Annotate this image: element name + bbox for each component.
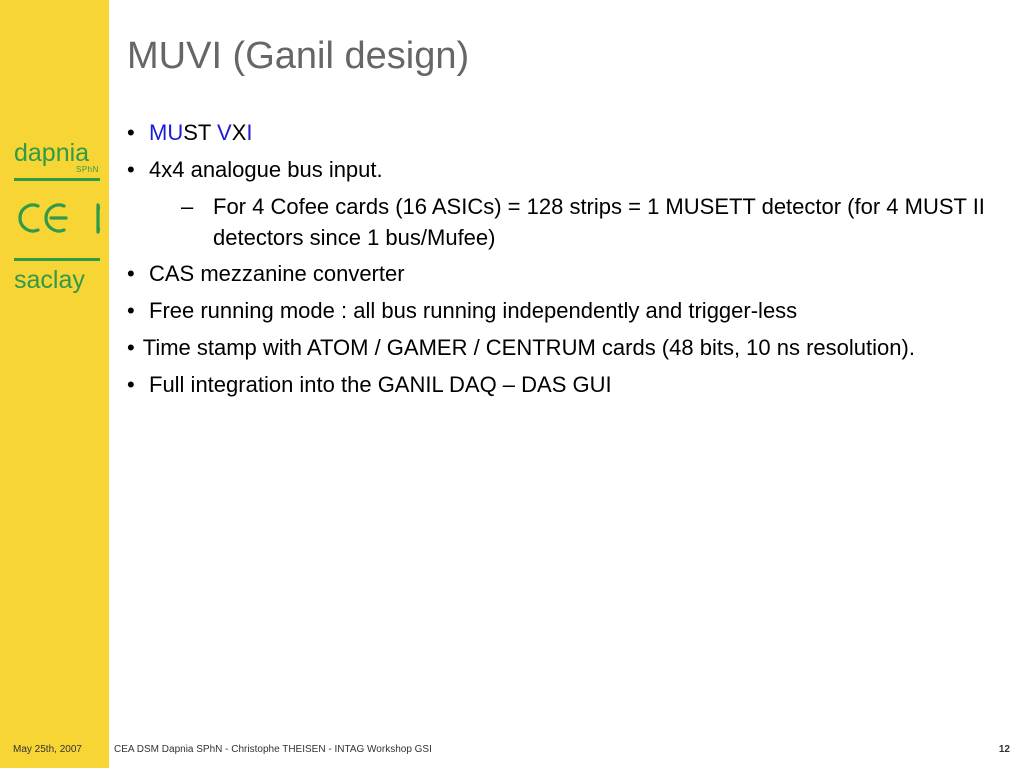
bullet-text-i: I	[246, 120, 253, 145]
bullet-must-vxi: • MUST VXI	[127, 118, 1017, 148]
sphn-logo-text: SPhN	[76, 165, 99, 174]
bullet-free-running: • Free running mode : all bus running in…	[127, 296, 1017, 326]
bullet-dot: •	[127, 120, 135, 145]
footer-date: May 25th, 2007	[13, 744, 82, 755]
bullet-text: Full integration into the GANIL DAQ – DA…	[149, 372, 612, 397]
bullet-text: 4x4 analogue bus input.	[149, 157, 383, 182]
sub-bullet-text: For 4 Cofee cards (16 ASICs) = 128 strip…	[213, 194, 985, 250]
page-number: 12	[998, 744, 1010, 755]
footer-credit: CEA DSM Dapnia SPhN - Christophe THEISEN…	[114, 744, 432, 755]
sub-bullet-cofee-cards: – For 4 Cofee cards (16 ASICs) = 128 str…	[127, 191, 1017, 253]
bullet-dot: •	[127, 335, 135, 360]
sidebar: dapnia SPhN saclay	[0, 0, 109, 768]
bullet-text: CAS mezzanine converter	[149, 261, 405, 286]
sub-bullet-dash: –	[181, 194, 194, 219]
bullet-dot: •	[127, 157, 135, 182]
logo-divider-bottom	[14, 258, 100, 261]
bullet-text-mu: MU	[149, 120, 184, 145]
bullet-text-v: V	[217, 120, 232, 145]
bullet-full-integration: • Full integration into the GANIL DAQ – …	[127, 370, 1017, 400]
bullet-text-x: X	[231, 120, 247, 145]
bullet-dot: •	[127, 372, 135, 397]
bullet-bus-input: • 4x4 analogue bus input.	[127, 155, 1017, 185]
bullet-text-st: ST	[183, 120, 218, 145]
bullet-text: Time stamp with ATOM / GAMER / CENTRUM c…	[142, 335, 915, 360]
slide-content: • MUST VXI • 4x4 analogue bus input. – F…	[127, 118, 1017, 407]
bullet-time-stamp: • Time stamp with ATOM / GAMER / CENTRUM …	[127, 333, 1017, 363]
bullet-dot: •	[127, 261, 135, 286]
bullet-cas-mezzanine: • CAS mezzanine converter	[127, 259, 1017, 289]
bullet-text: Free running mode : all bus running inde…	[149, 298, 798, 323]
bullet-dot: •	[127, 298, 135, 323]
saclay-logo-text: saclay	[14, 266, 85, 294]
dapnia-logo-text: dapnia	[14, 139, 90, 167]
slide-title: MUVI (Ganil design)	[127, 35, 470, 77]
logo-divider-top	[14, 178, 100, 181]
cea-logo-icon	[18, 203, 100, 234]
